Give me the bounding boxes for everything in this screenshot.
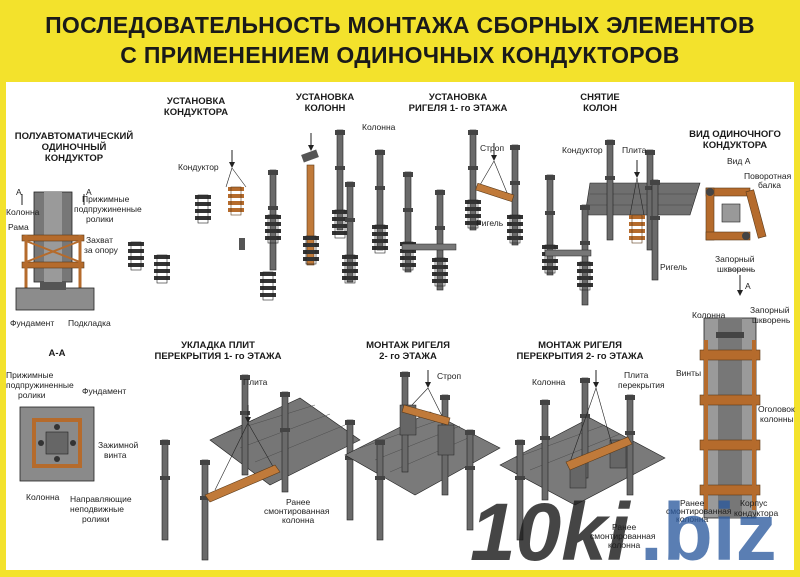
section-5-drawing (541, 139, 701, 306)
section-7-drawing (159, 374, 361, 561)
label-kolonna: Колонна (6, 207, 40, 217)
label-ranee-b-3: колонна (608, 540, 641, 550)
label-a-left: А (16, 187, 22, 197)
label-ranee-1: Ранее (286, 497, 311, 507)
section-6-drawing (705, 187, 767, 296)
k-label-kolonna: Колонна (692, 310, 726, 320)
label-zakhvat-1: Захват (86, 235, 113, 245)
s4-header-1: УСТАНОВКА (429, 92, 488, 103)
watermark-biz: .biz (640, 487, 777, 577)
conductor-detail-drawing (699, 317, 761, 519)
label-ranee-2: смонтированная (264, 506, 330, 516)
label-plita-3-2: перекрытия (618, 380, 665, 390)
label-prizh-3: ролики (86, 214, 114, 224)
label-ranee-b-2: смонтированная (590, 531, 656, 541)
label-strop-2: Строп (437, 371, 461, 381)
label-rigel: Ригель (476, 218, 504, 228)
label-povorot-1: Поворотная (744, 171, 792, 181)
label-rama: Рама (8, 222, 29, 232)
title-line-1: ПОСЛЕДОВАТЕЛЬНОСТЬ МОНТАЖА СБОРНЫХ ЭЛЕМЕ… (45, 12, 755, 38)
aa-label-prizh-3: ролики (18, 390, 46, 400)
s9-header-2: ПЕРЕКРЫТИЯ 2- го ЭТАЖА (516, 351, 643, 362)
label-zapornyi-1: Запорный (715, 254, 755, 264)
s8-header-1: МОНТАЖ РИГЕЛЯ (366, 340, 450, 351)
section-aa-drawing (19, 406, 95, 482)
section-8-drawing (344, 369, 501, 541)
label-prizh-2: подпружиненные (74, 204, 142, 214)
k-label-korp-2: кондуктора (734, 508, 779, 518)
k-label-ranee-1: Ранее (680, 498, 705, 508)
aa-label-fund: Фундамент (82, 386, 126, 396)
label-ranee-3: колонна (282, 515, 315, 525)
label-kolonna-2: Колонна (362, 122, 396, 132)
s6-header-2: КОНДУКТОРА (703, 140, 767, 151)
k-label-zap-2: шкворень (752, 315, 791, 325)
label-prizh-1: Прижимные (82, 194, 130, 204)
aa-label-prizh-1: Прижимные (6, 370, 54, 380)
label-kolonna-3: Колонна (532, 377, 566, 387)
label-plita: Плита (622, 145, 647, 155)
label-a-right: А (86, 187, 92, 197)
s8-header-2: 2- го ЭТАЖА (379, 351, 437, 362)
label-podkladka: Подкладка (68, 318, 111, 328)
s3-header-2: КОЛОНН (305, 103, 346, 114)
aa-label-napr-1: Направляющие (70, 494, 132, 504)
label-vid-a: Вид А (727, 156, 751, 166)
watermark-10ki: 10ki (470, 487, 632, 577)
s6-header-1: ВИД ОДИНОЧНОГО (689, 129, 781, 140)
diagram-panel (6, 82, 794, 570)
k-label-vinty: Винты (676, 368, 701, 378)
aa-label-prizh-2: подпружиненные (6, 380, 74, 390)
k-label-ogol-2: колонны (760, 414, 794, 424)
s7-header-2: ПЕРЕКРЫТИЯ 1- го ЭТАЖА (154, 351, 281, 362)
label-zakhvat-2: за опору (84, 245, 119, 255)
aa-label-zazh-2: винта (104, 450, 127, 460)
k-label-ranee-2: смонтированная (666, 506, 732, 516)
k-label-zap-1: Запорный (750, 305, 790, 315)
aa-label-napr-3: ролики (82, 514, 110, 524)
section-1-conductor-drawing (15, 191, 95, 311)
label-ranee-b-1: Ранее (612, 522, 637, 532)
s1-header-1: ПОЛУАВТОМАТИЧЕСКИЙ (15, 130, 134, 142)
aa-header: А-А (49, 348, 66, 359)
s9-header-1: МОНТАЖ РИГЕЛЯ (538, 340, 622, 351)
title-line-2: С ПРИМЕНЕНИЕМ ОДИНОЧНЫХ КОНДУКТОРОВ (120, 42, 680, 68)
label-konduktor-2: Кондуктор (562, 145, 603, 155)
label-plita-3-1: Плита (624, 370, 649, 380)
label-arrow-a: А (745, 281, 751, 291)
k-label-ranee-3: колонна (676, 514, 709, 524)
aa-label-zazh-1: Зажимной (98, 440, 139, 450)
label-strop: Строп (480, 143, 504, 153)
s3-header-1: УСТАНОВКА (296, 92, 355, 103)
label-fundament: Фундамент (10, 318, 54, 328)
s4-header-2: РИГЕЛЯ 1- го ЭТАЖА (409, 103, 508, 114)
s1-header-3: КОНДУКТОР (45, 153, 104, 164)
aa-label-napr-2: неподвижные (70, 504, 124, 514)
s5-header-2: КОЛОН (583, 103, 617, 114)
k-label-korp-1: Корпус (740, 498, 768, 508)
label-plita-2: Плита (243, 377, 268, 387)
s7-header-1: УКЛАДКА ПЛИТ (181, 340, 255, 351)
section-3-drawing (301, 129, 389, 284)
label-rigel-2: Ригель (660, 262, 688, 272)
s2-header-1: УСТАНОВКА (167, 96, 226, 107)
section-2-drawing (127, 149, 282, 301)
aa-label-kolonna: Колонна (26, 492, 60, 502)
label-povorot-2: балка (758, 180, 781, 190)
k-label-ogol-1: Оголовок (758, 404, 795, 414)
title-band: ПОСЛЕДОВАТЕЛЬНОСТЬ МОНТАЖА СБОРНЫХ ЭЛЕМЕ… (0, 0, 800, 82)
label-konduktor: Кондуктор (178, 162, 219, 172)
section-4-drawing (399, 129, 524, 291)
s2-header-2: КОНДУКТОРА (164, 107, 228, 118)
section-9-drawing (499, 369, 666, 541)
s5-header-1: СНЯТИЕ (580, 92, 620, 103)
s1-header-2: ОДИНОЧНЫЙ (42, 141, 107, 153)
label-zapornyi-2: шкворень (717, 264, 756, 274)
